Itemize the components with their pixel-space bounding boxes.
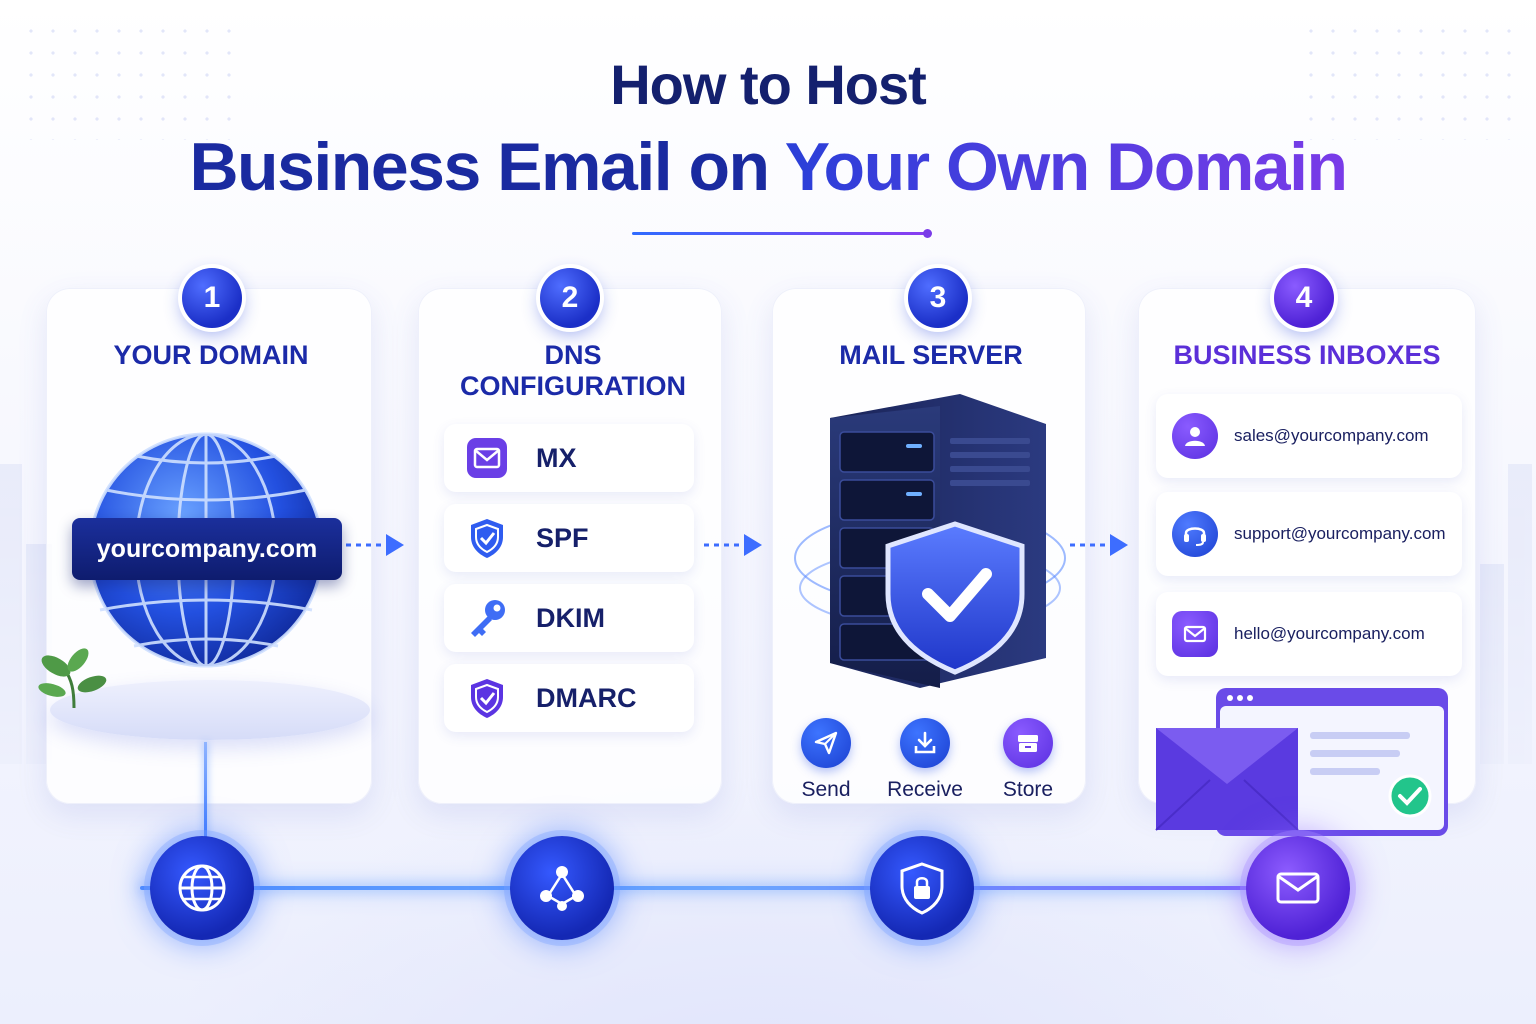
title-underline xyxy=(632,229,932,238)
inbox-support: support@yourcompany.com xyxy=(1156,492,1462,576)
inbox-sales: sales@yourcompany.com xyxy=(1156,394,1462,478)
download-icon xyxy=(900,718,950,768)
dns-record-label: MX xyxy=(536,442,577,473)
globe-pedestal xyxy=(50,680,370,740)
city-skyline xyxy=(1476,404,1536,764)
background-dots xyxy=(20,20,240,140)
dns-record-dmarc: DMARC xyxy=(444,664,694,732)
server-action-send: Send xyxy=(771,718,881,802)
server-action-receive: Receive xyxy=(870,718,980,802)
step-title-dns-line2: CONFIGURATION xyxy=(460,371,686,401)
server-icon xyxy=(794,394,1066,688)
step-number-3: 3 xyxy=(908,268,968,328)
user-icon xyxy=(1172,413,1218,459)
step-number-4: 4 xyxy=(1274,268,1334,328)
step-number-1: 1 xyxy=(182,268,242,328)
step-title-dns: DNS CONFIGURATION xyxy=(418,340,728,402)
dns-record-dkim: DKIM xyxy=(444,584,694,652)
dns-record-label: DMARC xyxy=(536,682,637,713)
timeline-node-security xyxy=(870,836,974,940)
step-title-dns-line1: DNS xyxy=(544,340,602,370)
inbox-email: support@yourcompany.com xyxy=(1234,524,1446,543)
shield-lock-icon xyxy=(900,862,944,915)
dns-record-label: SPF xyxy=(536,522,589,553)
flow-arrow-icon xyxy=(704,534,762,556)
timeline-node-globe xyxy=(150,836,254,940)
server-action-label: Store xyxy=(1002,778,1054,801)
title-part2: Your Own Domain xyxy=(784,129,1348,205)
inbox-email: hello@yourcompany.com xyxy=(1234,624,1425,643)
flow-arrow-icon xyxy=(1070,534,1128,556)
dns-record-spf: SPF xyxy=(444,504,694,572)
step-number-2: 2 xyxy=(540,268,600,328)
send-icon xyxy=(801,718,851,768)
envelope-icon xyxy=(464,435,510,481)
inbox-hello: hello@yourcompany.com xyxy=(1156,592,1462,676)
step-title-mail-server: MAIL SERVER xyxy=(839,340,1023,370)
dns-record-mx: MX xyxy=(444,424,694,492)
server-action-store: Store xyxy=(973,718,1083,802)
shield-check-icon xyxy=(464,675,510,721)
envelope-icon xyxy=(1276,872,1320,904)
timeline-connector xyxy=(204,742,207,838)
network-icon xyxy=(540,866,584,911)
key-icon xyxy=(464,595,510,641)
domain-label: yourcompany.com xyxy=(72,518,342,580)
headset-icon xyxy=(1172,511,1218,557)
page-title-line2: Business Email on Your Own Domain xyxy=(0,128,1536,206)
flow-arrow-icon xyxy=(346,534,404,556)
globe-icon xyxy=(178,864,226,912)
step-title-business-inboxes: BUSINESS INBOXES xyxy=(1173,340,1441,370)
server-action-label: Send xyxy=(801,778,851,801)
timeline-node-email xyxy=(1246,836,1350,940)
server-action-label: Receive xyxy=(887,778,963,801)
timeline-track xyxy=(140,886,1340,890)
shield-check-icon xyxy=(464,515,510,561)
timeline-node-network xyxy=(510,836,614,940)
email-window-illustration xyxy=(1155,688,1448,836)
archive-icon xyxy=(1003,718,1053,768)
envelope-icon xyxy=(1172,611,1218,657)
dns-record-label: DKIM xyxy=(536,602,605,633)
page-title-line1: How to Host xyxy=(610,53,927,116)
background-dots xyxy=(1300,20,1520,140)
inbox-email: sales@yourcompany.com xyxy=(1234,426,1429,445)
title-part1: Business Email on xyxy=(189,129,770,205)
plant-icon xyxy=(38,648,107,709)
step-title-your-domain: YOUR DOMAIN xyxy=(113,340,309,370)
